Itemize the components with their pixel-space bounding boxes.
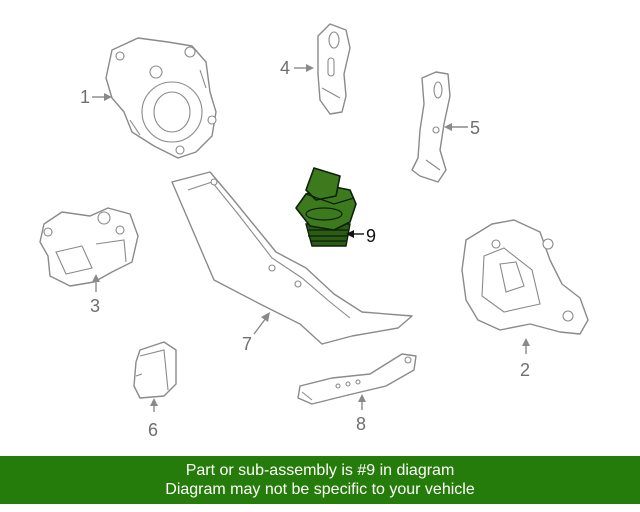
callout-3: 3	[90, 274, 100, 316]
callout-5-label: 5	[470, 118, 480, 138]
part-4-bracket	[317, 23, 351, 115]
part-2-bracket	[461, 219, 589, 335]
callout-1: 1	[80, 87, 112, 107]
part-5-bracket	[411, 71, 451, 183]
callout-2-label: 2	[520, 360, 530, 380]
part-1-engine-bracket	[105, 37, 217, 159]
callout-5: 5	[444, 118, 480, 138]
callout-6-label: 6	[148, 420, 158, 440]
part-6-block	[133, 341, 177, 399]
part-7-crossmember	[171, 171, 413, 345]
callout-4: 4	[280, 58, 314, 78]
callout-7: 7	[242, 312, 270, 354]
callout-6: 6	[148, 398, 158, 440]
callout-8-label: 8	[356, 414, 366, 434]
part-8-brace	[297, 353, 417, 405]
banner-line-disclaimer: Diagram may not be specific to your vehi…	[165, 481, 475, 498]
callout-4-label: 4	[280, 58, 290, 78]
banner-line-part: Part or sub-assembly is #9 in diagram	[185, 462, 455, 479]
callout-8: 8	[356, 394, 366, 434]
callout-3-label: 3	[90, 296, 100, 316]
callout-1-label: 1	[80, 87, 90, 107]
callout-9: 9	[346, 226, 376, 246]
parts-diagram: 1 4 5 7	[39, 23, 589, 440]
callout-9-label: 9	[366, 226, 376, 246]
info-banner: Part or sub-assembly is #9 in diagram Di…	[0, 456, 640, 504]
callout-7-label: 7	[242, 334, 252, 354]
callout-2: 2	[520, 338, 530, 380]
part-3-mount	[39, 207, 139, 287]
part-9-engine-mount-highlighted	[295, 167, 357, 247]
